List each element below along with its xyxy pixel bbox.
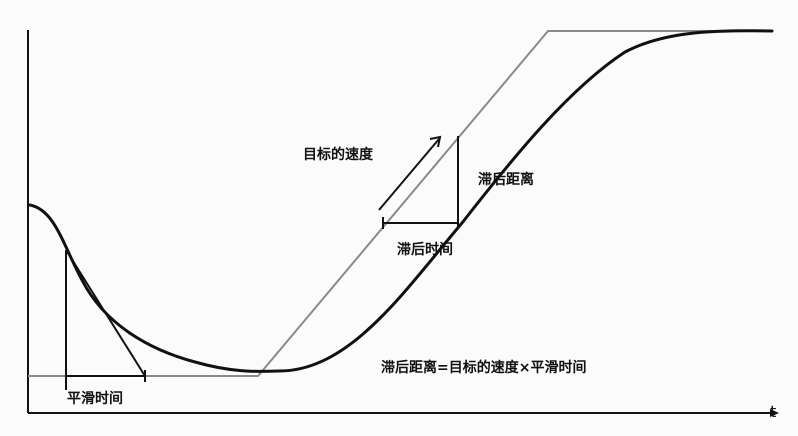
target-speed-label: 目标的速度 [303, 147, 373, 163]
time-axis-label: t [770, 402, 777, 421]
smoothing-time-tangent [65, 249, 146, 377]
target-speed-arrow-icon [429, 135, 442, 148]
lag-time-label: 滞后时间 [397, 242, 453, 258]
smoothed-curve [28, 29, 774, 373]
formula-label: 滞后距离=目标的速度×平滑时间 [381, 360, 587, 376]
lag-distance-label: 滞后距离 [478, 172, 534, 188]
smoothing-time-label: 平滑时间 [67, 391, 123, 407]
target-line [28, 30, 772, 377]
target-speed-arrow-shaft [378, 138, 440, 211]
x-axis-arrow-icon [770, 409, 779, 417]
